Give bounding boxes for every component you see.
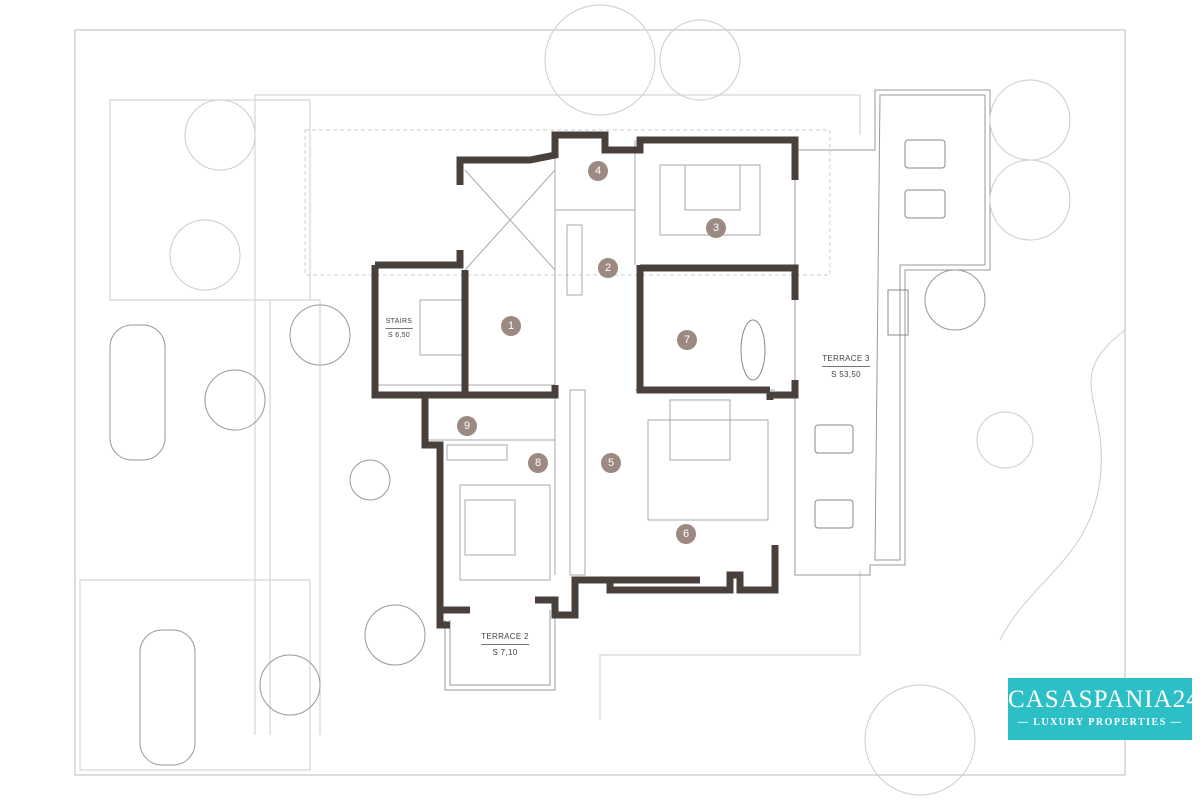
cars <box>109 324 196 766</box>
terrace-2-label: TERRACE 2 S 7,10 <box>481 632 529 657</box>
room-marker-8: 8 <box>528 453 548 473</box>
terrace-3-name: TERRACE 3 <box>822 354 870 363</box>
site-outline <box>79 94 1126 771</box>
terrace-2-area: S 7,10 <box>481 644 529 657</box>
vegetation <box>169 4 1071 796</box>
room-marker-9: 9 <box>457 416 477 436</box>
terrace-3-area: S 53,50 <box>822 366 870 379</box>
casaspania-logo: CASASPANIA24 — LUXURY PROPERTIES — <box>1008 678 1200 740</box>
room-marker-7: 7 <box>677 330 697 350</box>
stairs-name: STAIRS <box>385 318 413 325</box>
logo-tagline: — LUXURY PROPERTIES — <box>1017 717 1183 728</box>
walls <box>371 131 799 629</box>
room-marker-6: 6 <box>676 524 696 544</box>
room-marker-3: 3 <box>706 218 726 238</box>
room-marker-5: 5 <box>601 453 621 473</box>
furniture <box>740 139 946 529</box>
terrace-2-name: TERRACE 2 <box>481 632 529 641</box>
terrace-2-outline <box>444 610 556 691</box>
room-marker-1: 1 <box>501 316 521 336</box>
room-marker-2: 2 <box>598 258 618 278</box>
logo-brand: CASASPANIA24 <box>1008 686 1200 713</box>
room-marker-4: 4 <box>588 161 608 181</box>
interior-lines <box>375 140 775 581</box>
terrace-3-label: TERRACE 3 S 53,50 <box>822 354 870 379</box>
stairs-area: S 6,50 <box>385 328 413 339</box>
terrace-3-outline <box>794 89 991 576</box>
frame-border <box>74 29 1126 776</box>
stairs-label: STAIRS S 6,50 <box>385 318 413 339</box>
